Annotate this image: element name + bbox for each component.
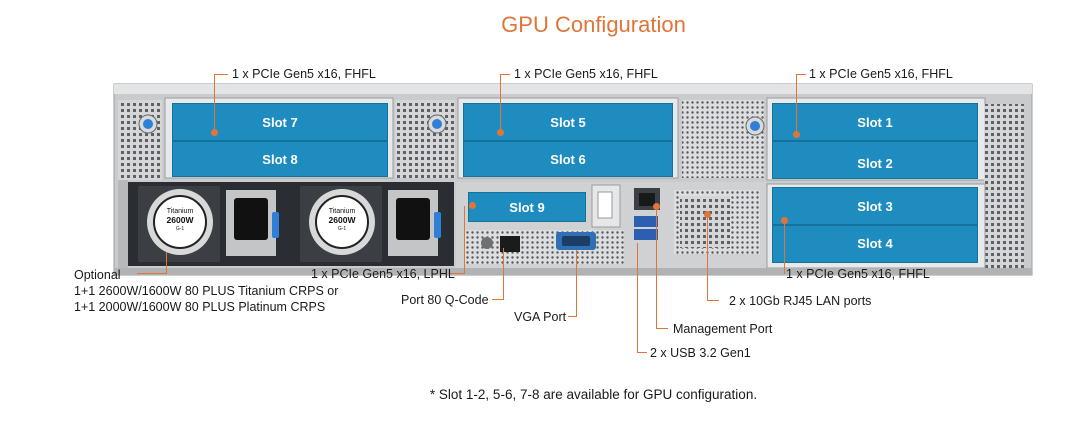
leader-line xyxy=(568,316,577,317)
psu-label-right: Titanium 2600W G-1 xyxy=(324,207,360,234)
leader-line xyxy=(500,74,501,132)
leader-line xyxy=(137,273,167,274)
leader-line xyxy=(214,74,228,75)
callout-dot xyxy=(211,129,218,136)
leader-line xyxy=(707,214,708,301)
leader-line xyxy=(656,328,668,329)
leader-line xyxy=(707,300,719,301)
callout-dot xyxy=(653,203,660,210)
slot-6-label: Slot 6 xyxy=(550,152,586,167)
slot-4-label: Slot 4 xyxy=(857,236,893,251)
leader-line xyxy=(637,243,638,353)
leader-line xyxy=(166,252,167,274)
callout-dot xyxy=(781,217,788,224)
slot-7-label: Slot 7 xyxy=(262,115,298,130)
psu-label-left: Titanium 2600W G-1 xyxy=(162,207,198,234)
psu-model: G-1 xyxy=(175,226,185,232)
psu-brand: Titanium xyxy=(166,208,194,215)
slot-5-label: Slot 5 xyxy=(550,115,586,130)
psu-brand: Titanium xyxy=(328,208,356,215)
callout-pcie-bottom-right: 1 x PCIe Gen5 x16, FHFL xyxy=(786,267,930,281)
leader-line xyxy=(796,74,797,134)
slot-9: Slot 9 xyxy=(468,192,586,222)
leader-line xyxy=(796,74,806,75)
slot-8: Slot 8 xyxy=(172,141,388,177)
callout-pcie-top-right: 1 x PCIe Gen5 x16, FHFL xyxy=(809,67,953,81)
callout-vga: VGA Port xyxy=(514,310,567,324)
callout-dot xyxy=(469,202,476,209)
callout-psu: Optional 1+1 2600W/1600W 80 PLUS Titaniu… xyxy=(74,267,338,315)
psu-model: G-1 xyxy=(337,226,347,232)
leader-line xyxy=(637,352,647,353)
page-title: GPU Configuration xyxy=(501,12,686,37)
callout-dot xyxy=(704,211,711,218)
callout-pcie-top-left: 1 x PCIe Gen5 x16, FHFL xyxy=(232,67,376,81)
leader-line xyxy=(656,206,657,329)
leader-line xyxy=(500,74,510,75)
callout-pcie-lphl: 1 x PCIe Gen5 x16, LPHL xyxy=(311,267,455,281)
psu-wattage: 2600W xyxy=(166,215,194,225)
slot-1-label: Slot 1 xyxy=(857,115,893,130)
slot-3-label: Slot 3 xyxy=(857,199,893,214)
leader-line xyxy=(464,206,465,274)
callout-usb: 2 x USB 3.2 Gen1 xyxy=(650,346,751,360)
footnote: * Slot 1-2, 5-6, 7-8 are available for G… xyxy=(429,387,758,402)
callout-port80: Port 80 Q-Code xyxy=(401,293,489,307)
slot-3: Slot 3 xyxy=(772,187,978,225)
leader-line xyxy=(214,74,215,132)
psu-wattage: 2600W xyxy=(328,215,356,225)
slot-6: Slot 6 xyxy=(463,141,673,177)
callout-dot xyxy=(793,131,800,138)
leader-line xyxy=(784,220,785,274)
callout-psu-line2: 1+1 2600W/1600W 80 PLUS Titanium CRPS or xyxy=(74,284,339,298)
callout-lan: 2 x 10Gb RJ45 LAN ports xyxy=(729,294,872,308)
slot-8-label: Slot 8 xyxy=(262,152,298,167)
callout-dot xyxy=(497,129,504,136)
slot-7: Slot 7 xyxy=(172,103,388,141)
callout-psu-line1: Optional xyxy=(74,268,121,282)
slot-2-label: Slot 2 xyxy=(857,156,893,171)
callout-mgmt: Management Port xyxy=(673,322,773,336)
callout-psu-line3: 1+1 2000W/1600W 80 PLUS Platinum CRPS xyxy=(74,300,326,314)
slot-2: Slot 2 xyxy=(772,141,978,179)
leader-line xyxy=(450,273,465,274)
leader-line xyxy=(576,250,577,317)
slot-5: Slot 5 xyxy=(463,103,673,141)
slot-4: Slot 4 xyxy=(772,225,978,263)
leader-line xyxy=(503,248,504,300)
slot-9-label: Slot 9 xyxy=(509,200,545,215)
callout-pcie-top-middle: 1 x PCIe Gen5 x16, FHFL xyxy=(514,67,658,81)
slot-1: Slot 1 xyxy=(772,103,978,141)
leader-line xyxy=(492,299,504,300)
